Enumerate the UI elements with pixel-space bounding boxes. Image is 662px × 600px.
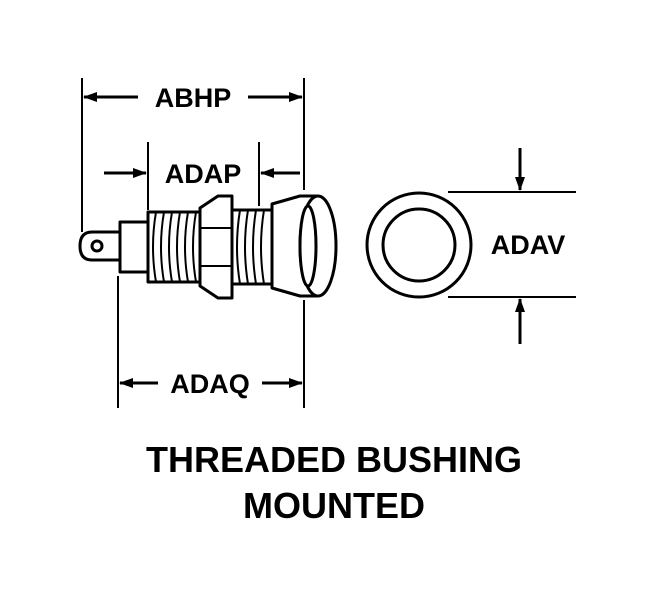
rear-stem	[118, 220, 150, 274]
bushing-front-view	[365, 191, 473, 299]
caption-line-1: THREADED BUSHING	[146, 439, 522, 480]
lens-slot	[298, 204, 318, 288]
rear-thread	[146, 210, 202, 284]
label-adap: ADAP	[165, 159, 242, 189]
label-abhp: ABHP	[155, 83, 232, 113]
inner-ring	[381, 207, 457, 283]
hex-nut	[198, 194, 234, 300]
extension-lines	[81, 78, 576, 408]
dimension-arrows	[83, 92, 525, 388]
label-adav: ADAV	[491, 230, 566, 260]
lug-hole	[90, 239, 104, 253]
caption-line-2: MOUNTED	[243, 485, 425, 526]
front-thread	[230, 208, 274, 286]
label-adaq: ADAQ	[170, 369, 250, 399]
bushing-side-view	[78, 194, 338, 300]
